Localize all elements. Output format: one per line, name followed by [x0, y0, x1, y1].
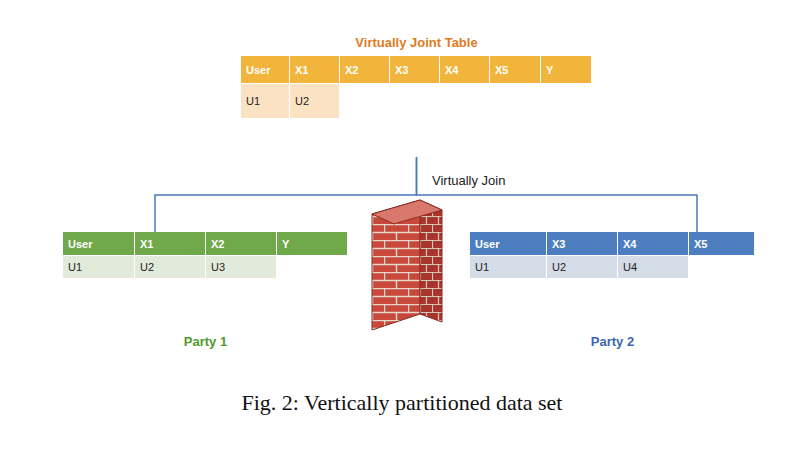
column-header: X3	[552, 238, 565, 250]
edge-label: Virtually Join	[430, 173, 507, 188]
table-cell: X2	[340, 56, 390, 84]
column-header: X3	[395, 64, 408, 76]
table-cell: X2	[206, 232, 277, 256]
table-title: Party 1	[184, 334, 227, 349]
table-cell: X5	[689, 232, 755, 256]
row-id: U2	[140, 261, 154, 273]
table-cell: X4	[440, 56, 490, 84]
table-cell: U4	[618, 256, 689, 279]
column-header: User	[68, 238, 92, 250]
table-cell: X1	[290, 56, 340, 84]
row-id: U3	[211, 261, 225, 273]
table-cell: U1	[241, 84, 290, 119]
table-cell: X1	[135, 232, 206, 256]
row-id: U2	[552, 261, 566, 273]
table-title: Party 2	[591, 334, 634, 349]
table-cell: User	[470, 232, 547, 256]
row-id: U1	[475, 261, 489, 273]
row-id: U4	[623, 261, 637, 273]
table-cell: U2	[290, 84, 340, 119]
join-connector	[155, 157, 417, 232]
column-header: X2	[345, 64, 358, 76]
row-id: U1	[246, 95, 260, 107]
table-cell: U1	[470, 256, 547, 279]
table-cell: U2	[547, 256, 618, 279]
table-title: Virtually Joint Table	[355, 35, 477, 50]
table-cell: Y	[541, 56, 592, 84]
column-header: X5	[694, 238, 707, 250]
column-header: X1	[295, 64, 308, 76]
row-id: U1	[68, 261, 82, 273]
table-cell: U2	[135, 256, 206, 279]
table-cell: X3	[547, 232, 618, 256]
column-header: X2	[211, 238, 224, 250]
row-id: U2	[295, 95, 309, 107]
column-header: X4	[445, 64, 458, 76]
column-header: X5	[495, 64, 508, 76]
table-cell: User	[241, 56, 290, 84]
table-cell: Y	[277, 232, 348, 256]
table-cell: X3	[390, 56, 440, 84]
table-cell: User	[63, 232, 135, 256]
join-connector	[417, 157, 698, 232]
column-header: X1	[140, 238, 153, 250]
data-table: Party 2 User X3 X4 X5U1 U2 U4	[470, 232, 755, 354]
data-table: Virtually Joint TableUser X1 X2 X3 X4 X5 Y U1 U2	[241, 33, 592, 157]
data-table: Party 1 User X1 X2 Y U1 U2 U3	[63, 232, 348, 354]
figure-caption: Fig. 2: Vertically partitioned data set	[0, 390, 804, 416]
table-cell: U1	[63, 256, 135, 279]
column-header: User	[475, 238, 499, 250]
column-header: Y	[282, 238, 289, 250]
column-header: X4	[623, 238, 636, 250]
column-header: Y	[546, 64, 553, 76]
table-cell: X4	[618, 232, 689, 256]
table-cell: X5	[490, 56, 541, 84]
column-header: User	[246, 64, 270, 76]
table-cell: U3	[206, 256, 277, 279]
